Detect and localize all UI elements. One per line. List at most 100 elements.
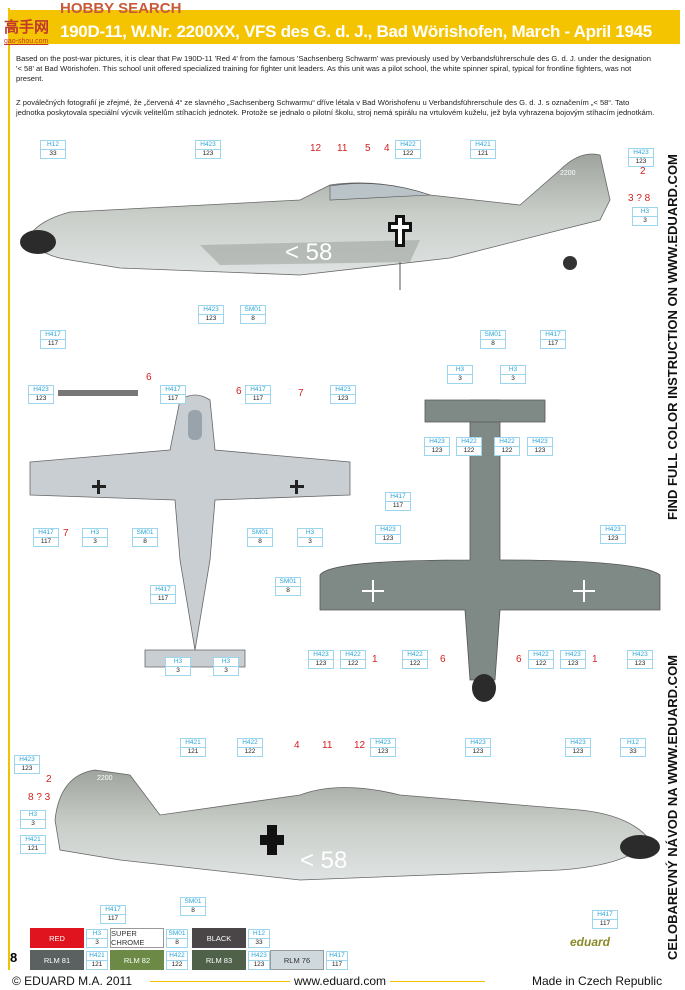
paint-number: 117 bbox=[150, 594, 176, 604]
paint-number: 123 bbox=[424, 446, 450, 456]
paint-code: H3 bbox=[165, 657, 191, 666]
paint-code: H422 bbox=[237, 738, 263, 747]
paint-number: 121 bbox=[180, 747, 206, 757]
legend-swatch: RED bbox=[30, 928, 84, 948]
paint-code: H423 bbox=[560, 650, 586, 659]
paint-number: 117 bbox=[385, 501, 411, 511]
paint-code: H3 bbox=[86, 929, 108, 938]
paint-code: SM01 bbox=[132, 528, 158, 537]
page-title: 190D-11, W.Nr. 2200XX, VFS des G. d. J.,… bbox=[60, 22, 652, 41]
paint-number: 3 bbox=[86, 938, 108, 948]
decal-ref: 2 bbox=[640, 166, 646, 177]
paint-number: 122 bbox=[494, 446, 520, 456]
decal-ref: 7 bbox=[298, 388, 304, 399]
paint-number: 123 bbox=[375, 534, 401, 544]
paint-code: H423 bbox=[628, 148, 654, 157]
paint-number: 8 bbox=[240, 314, 266, 324]
paint-code: H417 bbox=[100, 905, 126, 914]
paint-number: 123 bbox=[14, 764, 40, 774]
paint-number: 122 bbox=[395, 149, 421, 159]
paint-number: 123 bbox=[560, 659, 586, 669]
paint-number: 121 bbox=[470, 149, 496, 159]
paint-number: 8 bbox=[275, 586, 301, 596]
paint-code: H417 bbox=[160, 385, 186, 394]
legend-swatch: RLM 81 bbox=[30, 950, 84, 970]
paint-code: H417 bbox=[245, 385, 271, 394]
paint-number: 123 bbox=[600, 534, 626, 544]
paint-number: 117 bbox=[592, 919, 618, 929]
tail-number: 2200 bbox=[560, 170, 576, 177]
paint-code: SM01 bbox=[166, 929, 188, 938]
paint-number: 122 bbox=[340, 659, 366, 669]
decal-ref: 4 bbox=[294, 740, 300, 751]
paint-code: H423 bbox=[565, 738, 591, 747]
paint-code: H423 bbox=[248, 951, 270, 960]
paint-number: 117 bbox=[245, 394, 271, 404]
paint-code: H423 bbox=[527, 437, 553, 446]
paint-code: H422 bbox=[166, 951, 188, 960]
paint-code: SM01 bbox=[240, 305, 266, 314]
paint-code: H12 bbox=[248, 929, 270, 938]
made-in: Made in Czech Republic bbox=[528, 974, 663, 988]
paint-code: SM01 bbox=[180, 897, 206, 906]
paint-code: H423 bbox=[198, 305, 224, 314]
copyright: © EDUARD M.A. 2011 bbox=[12, 974, 136, 988]
paint-code: H3 bbox=[213, 657, 239, 666]
paint-number: 8 bbox=[166, 938, 188, 948]
paint-code: H417 bbox=[33, 528, 59, 537]
paint-number: 8 bbox=[132, 537, 158, 547]
paint-number: 8 bbox=[480, 339, 506, 349]
decal-ref: 11 bbox=[322, 740, 333, 751]
page-frame bbox=[8, 8, 656, 970]
paint-number: 33 bbox=[248, 938, 270, 948]
description-czech: Z poválečných fotografií je zřejmé, že „… bbox=[16, 98, 655, 117]
paint-code: H423 bbox=[370, 738, 396, 747]
footer-url[interactable]: www.eduard.com bbox=[290, 974, 391, 988]
paint-code: H422 bbox=[528, 650, 554, 659]
paint-number: 122 bbox=[166, 960, 188, 970]
paint-number: 123 bbox=[628, 157, 654, 167]
paint-number: 122 bbox=[402, 659, 428, 669]
paint-code: H421 bbox=[20, 835, 46, 844]
paint-number: 123 bbox=[248, 960, 270, 970]
description-english: Based on the post-war pictures, it is cl… bbox=[16, 54, 652, 83]
paint-code: H422 bbox=[395, 140, 421, 149]
paint-number: 3 bbox=[447, 374, 473, 384]
decal-ref: 1 bbox=[372, 654, 378, 665]
paint-code: H421 bbox=[180, 738, 206, 747]
paint-number: 123 bbox=[527, 446, 553, 456]
paint-code: H421 bbox=[470, 140, 496, 149]
legend-swatch: RLM 76 bbox=[270, 950, 324, 970]
paint-code: SM01 bbox=[247, 528, 273, 537]
decal-ref: 11 bbox=[337, 143, 348, 154]
decal-ref: 12 bbox=[354, 740, 366, 751]
paint-number: 117 bbox=[100, 914, 126, 924]
